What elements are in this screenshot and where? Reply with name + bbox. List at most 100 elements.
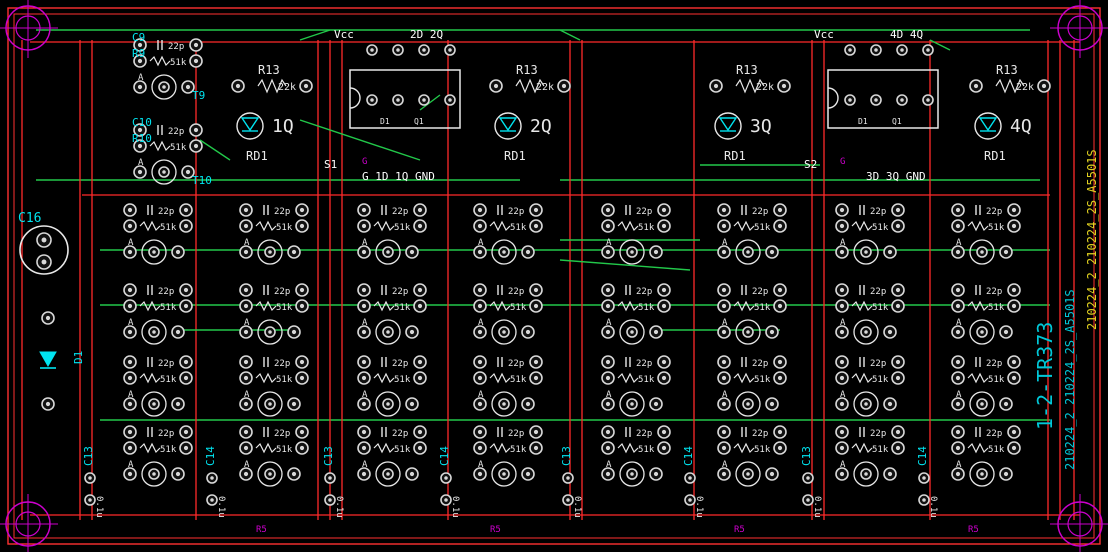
led-resistor-ref: R13	[736, 63, 758, 77]
transistor-pin-label: A	[956, 390, 962, 400]
transistor-outline	[375, 319, 401, 345]
pad-hole	[193, 127, 199, 133]
transistor-pin-label: A	[362, 460, 368, 470]
pad-hole	[1011, 359, 1017, 365]
pad-hole	[839, 249, 845, 255]
pad-hole	[409, 471, 415, 477]
pad-hole	[848, 98, 852, 102]
pad-hole	[162, 85, 166, 89]
pad-hole	[477, 249, 483, 255]
pad-hole	[299, 207, 305, 213]
pad-hole	[864, 402, 868, 406]
pad-hole	[152, 330, 156, 334]
pad-hole	[361, 249, 367, 255]
pad-hole	[769, 329, 775, 335]
pad-hole	[45, 315, 51, 321]
pad-hole	[721, 401, 727, 407]
bypass-cap-value: 0.1u	[450, 496, 460, 518]
pad-hole	[127, 287, 133, 293]
component-layer: 22p51kA22p51kA22p51kA22p51kA22p51kA22p51…	[18, 31, 1051, 535]
pad-hole	[417, 287, 423, 293]
pad-hole	[955, 359, 961, 365]
electrolytic-outline	[19, 225, 69, 275]
pad-hole	[605, 207, 611, 213]
transistor-pin-label: A	[478, 460, 484, 470]
pad-hole	[1003, 471, 1009, 477]
pad-hole	[605, 359, 611, 365]
resistor-zigzag	[733, 220, 755, 232]
pad-hole	[980, 330, 984, 334]
pad-hole	[605, 445, 611, 451]
pad-hole	[887, 401, 893, 407]
led-ref: RD1	[504, 149, 526, 163]
pad-hole	[152, 402, 156, 406]
pad-hole	[268, 330, 272, 334]
pad-hole	[243, 445, 249, 451]
pad-hole	[895, 359, 901, 365]
diode-symbol	[39, 351, 57, 368]
bypass-cap-value: 0.1u	[334, 496, 344, 518]
pad-hole	[1011, 287, 1017, 293]
pad-hole	[533, 445, 539, 451]
resistor-value: 51k	[170, 58, 187, 68]
capacitor-value: 22p	[158, 359, 174, 369]
pad-hole	[299, 359, 305, 365]
pad-hole	[839, 303, 845, 309]
pad-hole	[955, 401, 961, 407]
resistor-value: 51k	[394, 223, 411, 233]
pad-hole	[127, 471, 133, 477]
pad-hole	[361, 401, 367, 407]
capacitor-value: 22p	[636, 207, 652, 217]
pad-hole	[185, 169, 191, 175]
pad-hole	[417, 223, 423, 229]
led-outline	[494, 112, 522, 140]
pad-hole	[409, 249, 415, 255]
pad-hole	[653, 329, 659, 335]
pad-hole	[299, 375, 305, 381]
pad-hole	[839, 329, 845, 335]
cap-ref: C10	[132, 116, 152, 129]
pad-hole	[839, 401, 845, 407]
resistor-value: 51k	[638, 445, 655, 455]
led-ref: RD1	[984, 149, 1006, 163]
pad-hole	[291, 329, 297, 335]
pad-hole	[605, 287, 611, 293]
resistor-zigzag	[373, 300, 395, 312]
transistor-outline	[735, 391, 761, 417]
pad-hole	[955, 329, 961, 335]
gnd-row-label: G 1D 1Q GND	[362, 170, 435, 183]
pad-hole	[243, 375, 249, 381]
copper-traces	[21, 29, 1080, 520]
pad-hole	[299, 303, 305, 309]
res-ref: R9	[132, 47, 145, 60]
bypass-cap-ref: C14	[438, 446, 451, 466]
pad-hole	[417, 303, 423, 309]
capacitor-value: 22p	[508, 429, 524, 439]
trace-link	[559, 259, 691, 271]
pad-hole	[243, 401, 249, 407]
pad-hole	[243, 207, 249, 213]
pad-hole	[525, 249, 531, 255]
pad-hole	[721, 223, 727, 229]
resistor-zigzag	[139, 442, 161, 454]
d1-ref: D1	[72, 351, 85, 364]
pad-hole	[980, 250, 984, 254]
output-label: 4Q	[1010, 116, 1032, 137]
pad-hole	[88, 476, 92, 480]
pad-hole	[874, 48, 878, 52]
transistor-outline	[141, 319, 167, 345]
pad-hole	[525, 401, 531, 407]
transistor-pin-label: A	[362, 318, 368, 328]
pad-hole	[210, 498, 214, 502]
resistor-zigzag	[489, 300, 511, 312]
